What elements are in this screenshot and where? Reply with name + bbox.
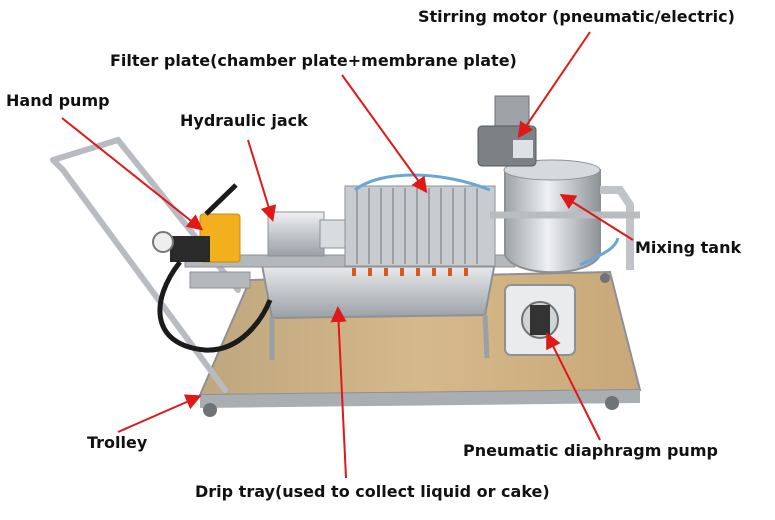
label-drip-tray: Drip tray(used to collect liquid or cake… — [195, 482, 550, 501]
label-filter-plate: Filter plate(chamber plate+membrane plat… — [110, 51, 517, 70]
arrow-stirring-motor — [517, 31, 591, 139]
arrow-mixing-tank — [559, 193, 634, 241]
label-trolley: Trolley — [87, 433, 148, 452]
hydraulic-jack — [267, 211, 351, 257]
arrow-hydraulic-jack — [247, 139, 277, 222]
arrow-trolley — [117, 394, 202, 433]
arrow-hand-pump — [61, 117, 204, 231]
label-mixing-tank: Mixing tank — [635, 238, 742, 257]
label-hand-pump: Hand pump — [6, 91, 110, 110]
label-hydraulic-jack: Hydraulic jack — [180, 111, 308, 130]
arrow-diaphragm-pump — [546, 332, 601, 441]
filter-plates — [344, 173, 496, 276]
hand-pump — [152, 183, 273, 353]
arrow-filter-plate — [341, 74, 428, 194]
label-diaphragm-pump: Pneumatic diaphragm pump — [463, 441, 718, 460]
label-stirring-motor: Stirring motor (pneumatic/electric) — [418, 7, 735, 26]
mixing-tank — [490, 159, 640, 274]
annotation-arrows — [61, 31, 634, 479]
arrow-drip-tray — [330, 306, 347, 479]
stirring-motor — [477, 95, 537, 167]
